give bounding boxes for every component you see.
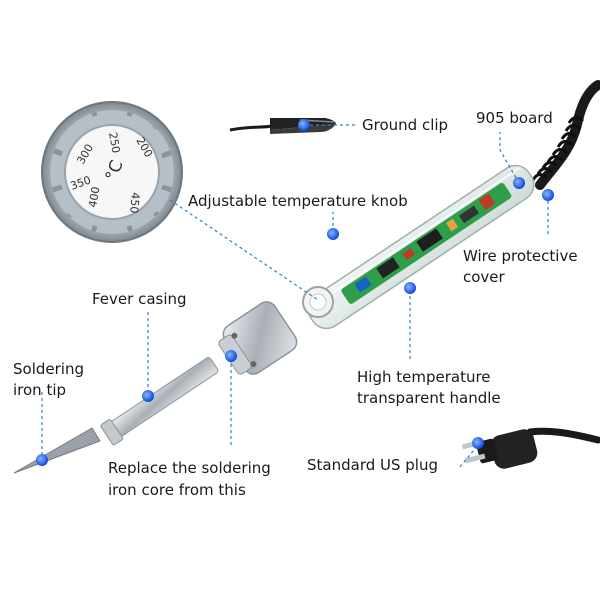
soldering-tip <box>13 427 101 474</box>
dial-tick-250: 250 <box>106 131 122 154</box>
label-wire-protective-cover-line2: cover <box>463 268 505 286</box>
wire-protective-cover <box>531 116 585 181</box>
leader-lines <box>41 124 549 468</box>
us-plug <box>461 427 600 469</box>
label-high-temperature-handle-line1: High temperature <box>357 368 491 386</box>
marker-wire-cover <box>542 189 554 201</box>
marker-tip <box>36 454 48 466</box>
label-fever-casing: Fever casing <box>92 290 187 308</box>
dial-tick-400: 400 <box>86 186 102 209</box>
marker-fever-casing <box>142 390 154 402</box>
fever-casing <box>100 357 219 446</box>
dial-tick-450: 450 <box>127 192 142 214</box>
marker-plug <box>472 437 484 449</box>
marker-handle <box>404 282 416 294</box>
leader-905-board <box>499 132 520 184</box>
label-adjustable-temperature-knob: Adjustable temperature knob <box>188 192 408 210</box>
transparent-handle <box>307 164 535 330</box>
markers <box>36 119 554 466</box>
marker-905-board <box>513 177 525 189</box>
handle-temperature-dial <box>302 286 334 318</box>
leader-knob-zoom <box>169 199 319 301</box>
metal-collar <box>218 301 298 375</box>
marker-core <box>225 350 237 362</box>
label-soldering-iron-tip-line1: Soldering <box>13 360 84 378</box>
label-replace-core-line1: Replace the soldering <box>108 459 271 477</box>
temperature-knob-closeup: 200 250 300 350 400 450 °C <box>41 101 183 243</box>
label-905-board: 905 board <box>476 109 553 127</box>
label-replace-core-line2: iron core from this <box>108 481 246 499</box>
label-standard-us-plug: Standard US plug <box>307 456 438 474</box>
label-ground-clip: Ground clip <box>362 116 449 134</box>
leader-plug <box>459 444 479 468</box>
marker-knob <box>327 228 339 240</box>
label-wire-protective-cover-line1: Wire protective <box>463 247 578 265</box>
ground-clip-wire <box>229 124 273 132</box>
marker-ground-clip <box>298 119 310 131</box>
label-soldering-iron-tip-line2: iron tip <box>13 381 67 399</box>
power-cord <box>535 80 600 190</box>
label-high-temperature-handle-line2: transparent handle <box>357 389 501 407</box>
